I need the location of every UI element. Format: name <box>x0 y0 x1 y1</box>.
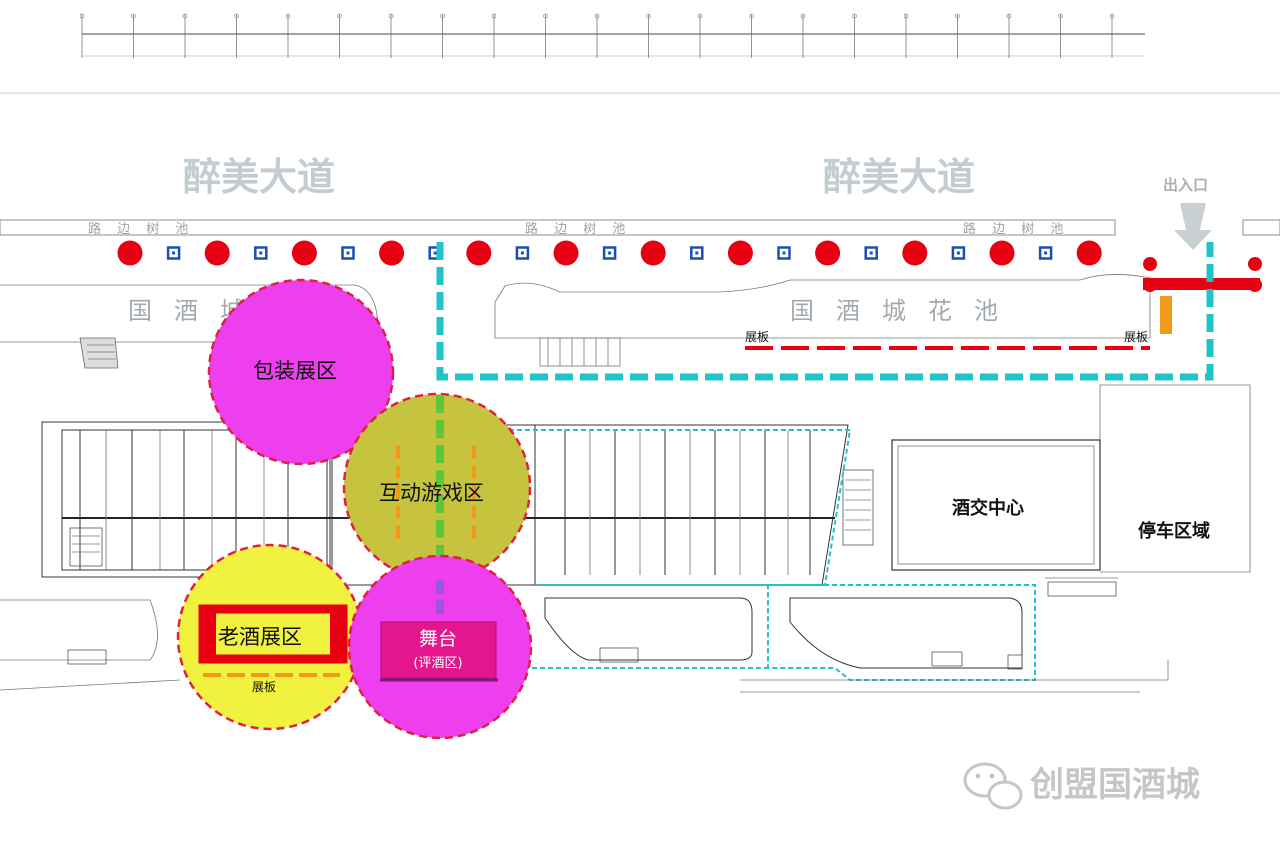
ruler-marker <box>955 13 960 19</box>
building-right-hall <box>534 424 874 586</box>
interactive-zone-label: 互动游戏区 <box>379 481 484 505</box>
ruler-marker <box>1058 13 1063 19</box>
entrance-arrow-icon <box>1174 203 1212 250</box>
blue-marker <box>951 246 966 260</box>
tree-pool-label-1: 路 边 树 池 <box>88 221 194 237</box>
blue-marker-dot <box>1044 251 1048 255</box>
watermark-text: 创盟国酒城 <box>1029 765 1200 805</box>
blue-marker <box>1038 246 1053 260</box>
red-marker <box>379 240 405 266</box>
center-label: 酒交中心 <box>952 497 1024 519</box>
red-marker <box>1076 240 1102 266</box>
red-marker <box>291 240 317 266</box>
ruler-marker <box>594 13 600 19</box>
blue-marker <box>341 246 355 260</box>
parking-label: 停车区域 <box>1138 520 1210 542</box>
red-marker <box>902 240 928 266</box>
blue-marker <box>864 246 878 260</box>
ruler-marker <box>491 13 497 19</box>
building-main-hall <box>41 421 333 578</box>
old-liquor-zone <box>176 543 364 731</box>
blue-marker <box>515 246 530 260</box>
ruler-marker <box>285 13 291 19</box>
road-boundary-lines <box>0 577 1169 693</box>
blue-marker <box>602 246 617 260</box>
ruler-marker <box>234 13 239 19</box>
ruler-marker <box>903 13 909 19</box>
stage-sublabel: (评酒区) <box>413 656 462 671</box>
board-label-2: 展板 <box>1124 330 1148 344</box>
ruler-marker <box>79 13 85 19</box>
blue-marker-dot <box>346 251 350 255</box>
ruler-marker <box>440 13 445 19</box>
blue-marker-dot <box>172 251 176 255</box>
entrance-gate <box>1143 257 1262 334</box>
liquor-exchange-center-building <box>891 439 1101 571</box>
roadside-markers <box>117 240 1102 266</box>
blue-marker-dot <box>869 251 873 255</box>
parking-area-outline <box>1099 384 1251 573</box>
ruler-marker <box>131 13 136 19</box>
board-label-1: 展板 <box>745 330 769 344</box>
dimension-ruler <box>79 13 1145 58</box>
flower-pool-label-right: 国酒城花池 <box>790 297 1020 325</box>
road-label-left: 醉美大道 <box>183 155 335 199</box>
red-marker <box>727 240 753 266</box>
ruler-marker <box>1109 13 1115 19</box>
blue-marker-dot <box>695 251 699 255</box>
ruler-marker <box>182 13 188 19</box>
building-lower-oval-left <box>544 597 753 663</box>
ruler-marker <box>337 13 342 19</box>
building-lower-oval-right <box>789 597 1023 670</box>
red-marker <box>466 240 492 266</box>
packaging-zone-label: 包装展区 <box>253 359 337 383</box>
ruler-marker <box>749 13 754 19</box>
red-marker <box>815 240 841 266</box>
board-label-3: 展板 <box>252 680 276 694</box>
visitor-route-main <box>436 242 1214 381</box>
blue-marker-dot <box>608 251 612 255</box>
ruler-marker <box>800 13 806 19</box>
red-marker <box>117 240 143 266</box>
entrance-label: 出入口 <box>1163 176 1208 194</box>
blue-marker-dot <box>782 251 786 255</box>
packaging-zone <box>207 278 395 466</box>
red-marker <box>640 240 666 266</box>
red-marker <box>989 240 1015 266</box>
flower-pool-right-outline <box>494 274 1151 367</box>
red-marker <box>553 240 579 266</box>
blue-marker-dot <box>433 251 437 255</box>
blue-marker-dot <box>520 251 524 255</box>
blue-marker <box>690 246 704 260</box>
ruler-marker <box>543 13 548 19</box>
blue-marker-dot <box>956 251 960 255</box>
stage-label: 舞台 <box>419 628 457 650</box>
blue-marker <box>777 246 791 260</box>
red-marker <box>204 240 230 266</box>
ruler-marker <box>388 13 394 19</box>
road-label-right: 醉美大道 <box>823 155 975 199</box>
ruler-marker <box>852 13 857 19</box>
blue-marker <box>254 246 268 260</box>
blue-marker <box>166 246 181 260</box>
wechat-icon <box>963 762 1023 810</box>
stage-zone <box>347 554 533 740</box>
blue-marker-dot <box>259 251 263 255</box>
interactive-game-zone <box>342 392 532 582</box>
ruler-marker <box>1006 13 1012 19</box>
ruler-marker <box>697 13 703 19</box>
old-liquor-zone-label: 老酒展区 <box>218 625 302 649</box>
ruler-marker <box>646 13 651 19</box>
tree-pool-label-2: 路 边 树 池 <box>525 221 631 237</box>
tree-pool-strip <box>0 219 1280 236</box>
tree-pool-label-3: 路 边 树 池 <box>963 221 1069 237</box>
